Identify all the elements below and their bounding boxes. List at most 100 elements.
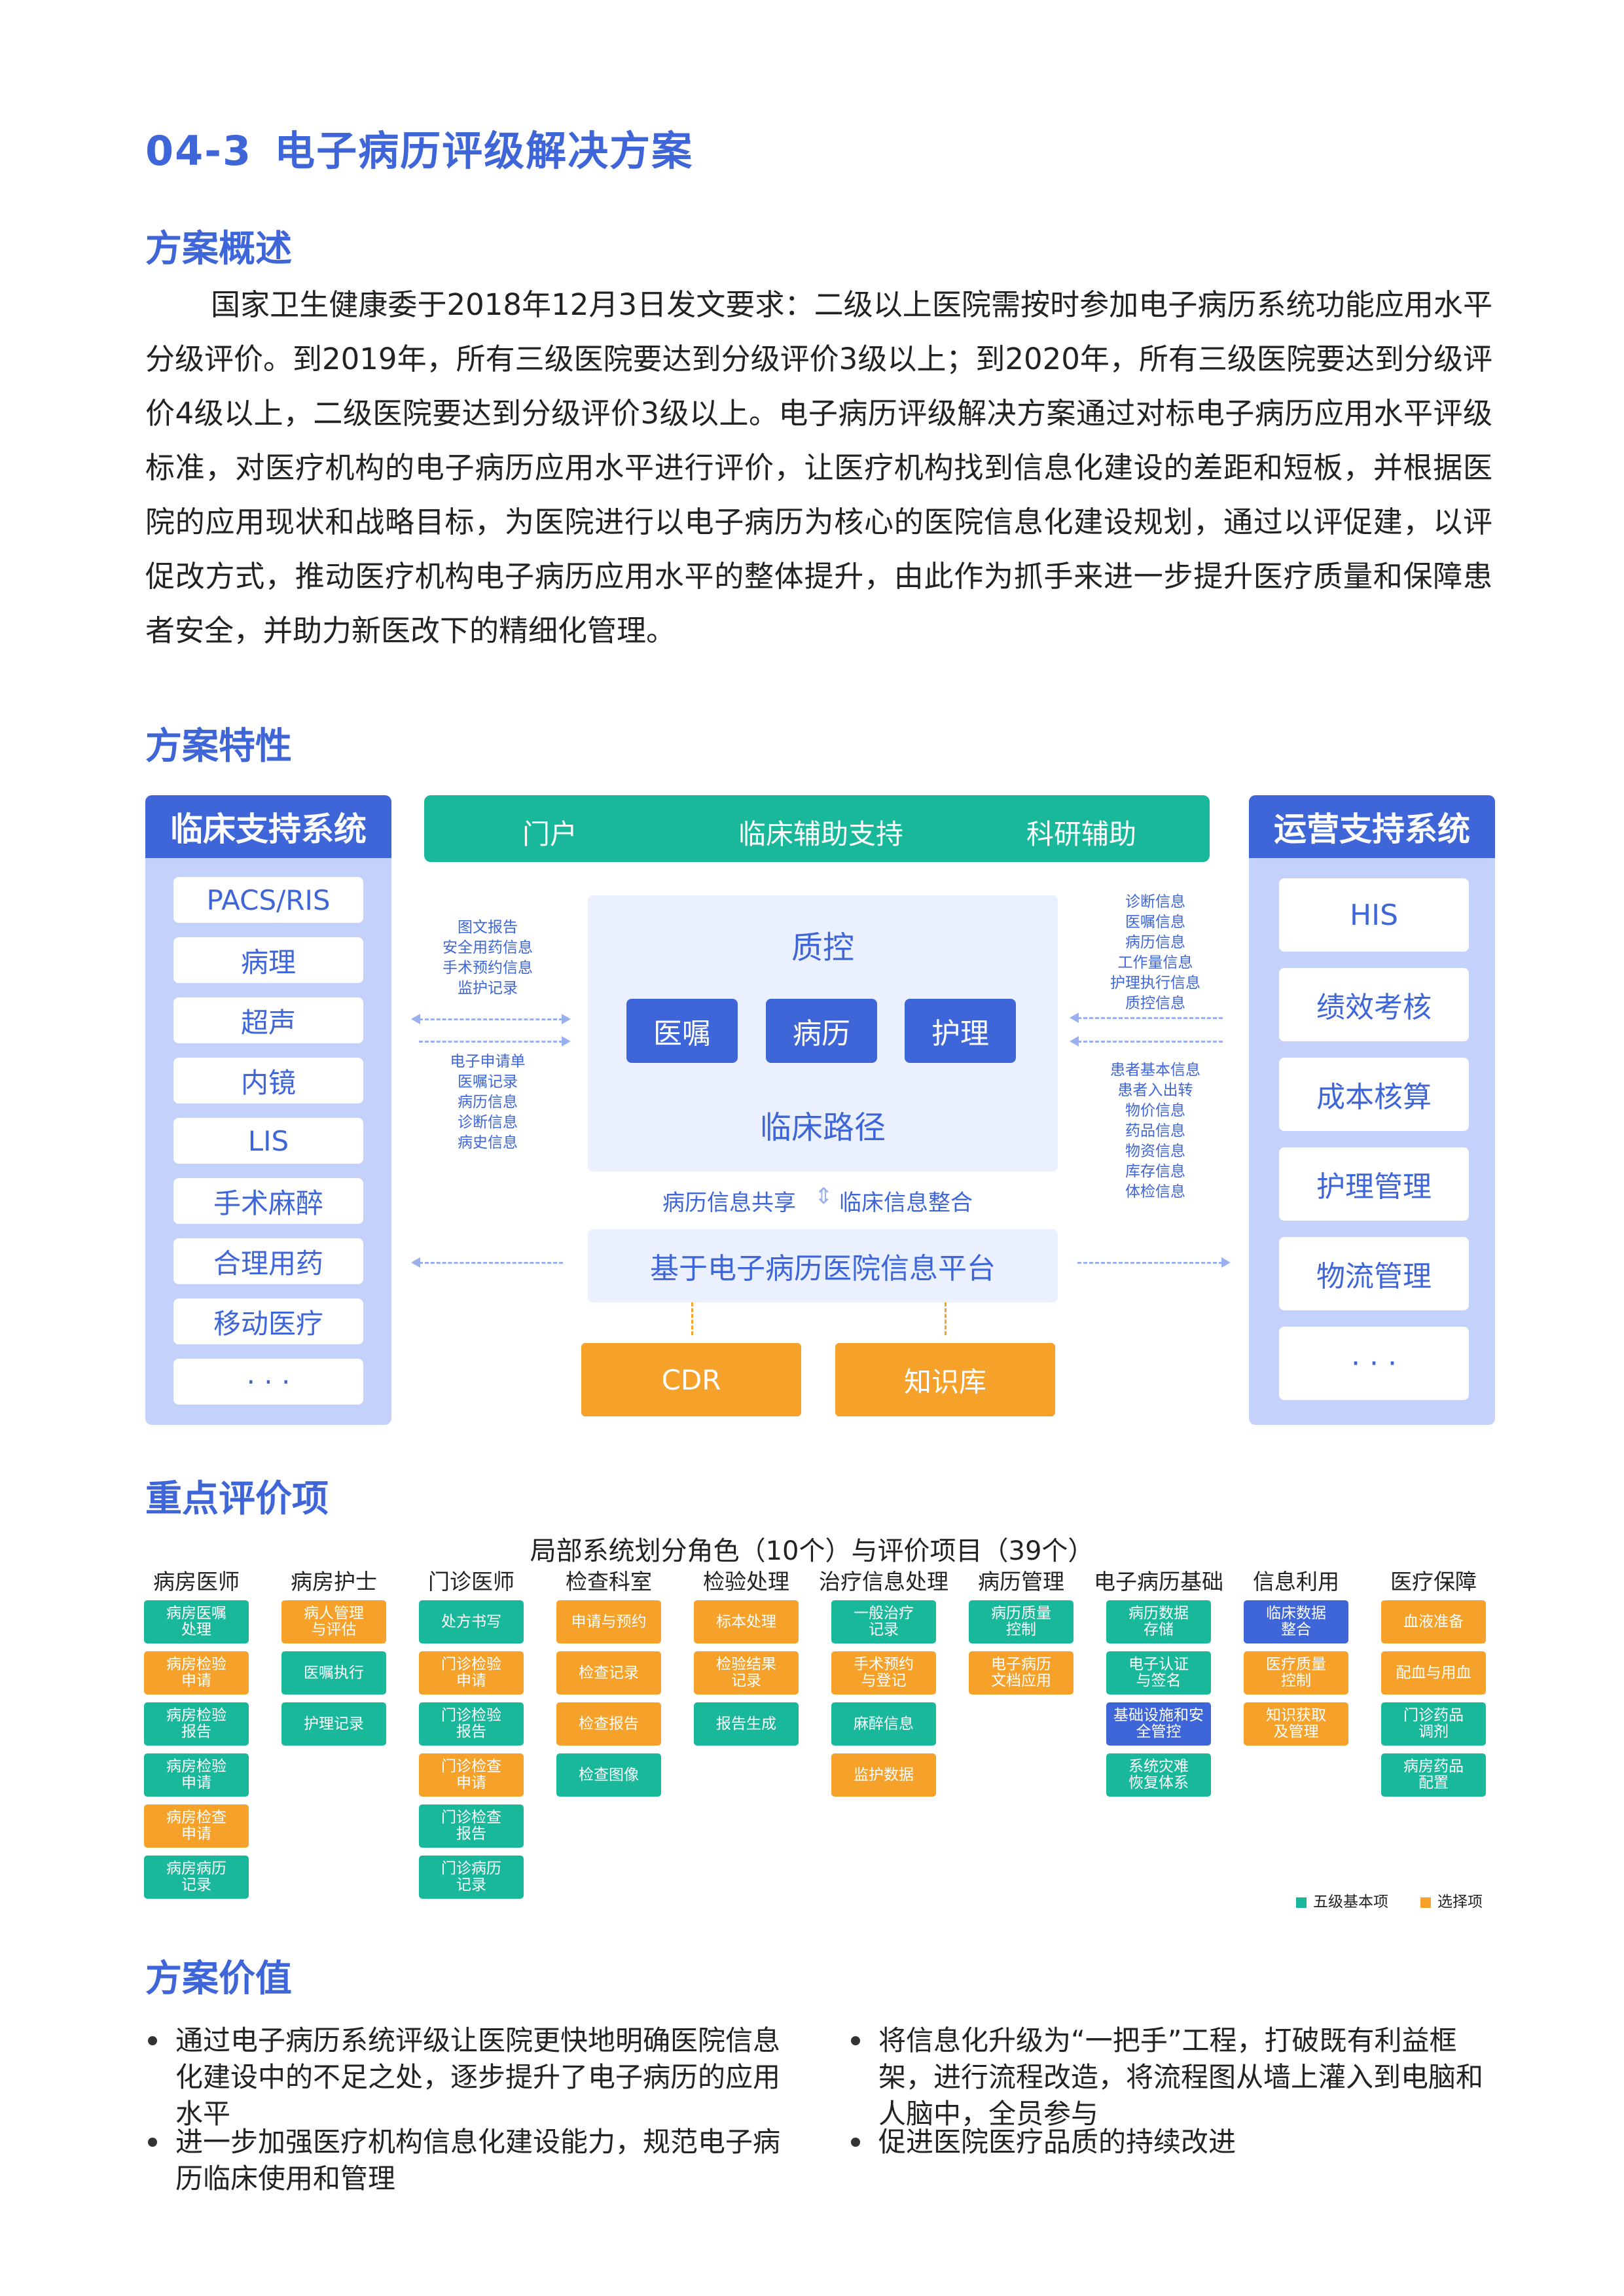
cdr-box: CDR [581, 1343, 801, 1416]
evaluation-item: 检验结果 记录 [694, 1651, 799, 1695]
evaluation-item: 病房医嘱 处理 [144, 1600, 249, 1643]
evaluation-item: 门诊病历 记录 [419, 1856, 524, 1899]
column-header: 病房护士 [291, 1569, 377, 1594]
legend-optional: 选择项 [1420, 1889, 1483, 1911]
column-header: 检查科室 [566, 1569, 652, 1594]
evaluation-item: 检查记录 [556, 1651, 661, 1695]
right-lower-notes: 患者基本信息患者入出转物价信息药品信息物资信息库存信息体检信息 [1087, 1060, 1224, 1202]
bullet-dot [851, 2036, 860, 2045]
evaluation-item: 临床数据 整合 [1244, 1600, 1348, 1643]
right-item: 绩效考核 [1279, 968, 1469, 1041]
evaluation-item: 病人管理 与评估 [281, 1600, 386, 1643]
note-line: 诊断信息 [1125, 893, 1185, 910]
arrow-right-icon [562, 1036, 571, 1047]
right-item: 成本核算 [1279, 1058, 1469, 1131]
note-line: 电子申请单 [450, 1053, 526, 1070]
evaluation-item: 系统灾难 恢复体系 [1106, 1753, 1211, 1797]
evaluation-item: 检查图像 [556, 1753, 661, 1797]
left-item: 病理 [173, 937, 363, 983]
top-item-research: 科研辅助 [1026, 818, 1137, 850]
center-button-orders: 医嘱 [626, 999, 738, 1063]
arrow-left-icon [1070, 1013, 1079, 1023]
evaluation-item: 标本处理 [694, 1600, 799, 1643]
center-box: 质控 医嘱 病历 护理 临床路径 [588, 895, 1058, 1172]
left-item: 内镜 [173, 1058, 363, 1103]
column-header: 医疗保障 [1390, 1569, 1477, 1594]
evaluation-item: 门诊药品 调剂 [1381, 1702, 1486, 1746]
evaluation-item: 检查报告 [556, 1702, 661, 1746]
evaluation-item: 病历质量 控制 [969, 1600, 1074, 1643]
note-line: 质控信息 [1125, 995, 1185, 1012]
value-point-4: 促进医院医疗品质的持续改进 [878, 2126, 1236, 2158]
column-header: 病房医师 [153, 1569, 240, 1594]
evaluation-item: 血液准备 [1381, 1600, 1486, 1643]
page-title: 04-3 电子病历评级解决方案 [145, 118, 693, 177]
evaluation-title: 局部系统划分角色（10个）与评价项目（39个） [530, 1536, 1094, 1566]
value-point-2: 进一步加强医疗机构信息化建设能力，规范电子病历临床使用和管理 [175, 2126, 781, 2195]
right-item: 护理管理 [1279, 1147, 1469, 1221]
bullet-dot [148, 2138, 157, 2147]
note-line: 药品信息 [1125, 1122, 1185, 1139]
note-line: 安全用药信息 [442, 939, 533, 956]
evaluation-item: 申请与预约 [556, 1600, 661, 1643]
evaluation-item: 病房检验 申请 [144, 1651, 249, 1695]
center-bottom-label: 临床路径 [759, 1109, 886, 1146]
column-header: 门诊医师 [428, 1569, 514, 1594]
evaluation-item: 护理记录 [281, 1702, 386, 1746]
left-lower-notes: 电子申请单医嘱记录病历信息诊断信息病史信息 [419, 1052, 556, 1153]
heading-overview: 方案概述 [145, 228, 292, 270]
heading-features: 方案特性 [145, 725, 292, 768]
evaluation-item: 医疗质量 控制 [1244, 1651, 1348, 1695]
note-line: 病历信息 [1125, 934, 1185, 951]
arrow-left-icon [411, 1014, 420, 1024]
left-platform-dashline [419, 1262, 563, 1264]
note-line: 工作量信息 [1117, 954, 1193, 971]
left-item: 移动医疗 [173, 1299, 363, 1344]
value-point-3: 将信息化升级为“一把手”工程，打破既有利益框架，进行流程改造，将流程图从墙上灌入… [878, 2024, 1484, 2130]
evaluation-item: 门诊检查 申请 [419, 1753, 524, 1797]
right-panel-title: 运营支持系统 [1249, 795, 1495, 858]
evaluation-item: 手术预约 与登记 [831, 1651, 936, 1695]
evaluation-item: 病房病历 记录 [144, 1856, 249, 1899]
right-upper-notes: 诊断信息医嘱信息病历信息工作量信息护理执行信息质控信息 [1087, 892, 1224, 1014]
evaluation-item: 配血与用血 [1381, 1651, 1486, 1695]
right-item: 物流管理 [1279, 1237, 1469, 1310]
note-line: 体检信息 [1125, 1183, 1185, 1200]
legend-optional-label: 选择项 [1437, 1893, 1483, 1910]
connector-knowledge [945, 1302, 947, 1335]
evaluation-item: 医嘱执行 [281, 1651, 386, 1695]
left-item: 合理用药 [173, 1238, 363, 1284]
evaluation-item: 处方书写 [419, 1600, 524, 1643]
bullet-dot [851, 2138, 860, 2147]
column-header: 信息利用 [1253, 1569, 1339, 1594]
center-top-label: 质控 [791, 929, 854, 966]
center-button-records: 病历 [766, 999, 877, 1063]
right-upper-dashline [1077, 1017, 1223, 1019]
legend-basic: 五级基本项 [1296, 1889, 1388, 1911]
column-header: 治疗信息处理 [819, 1569, 948, 1594]
note-line: 图文报告 [458, 919, 518, 936]
center-button-nursing: 护理 [905, 999, 1016, 1063]
evaluation-item: 报告生成 [694, 1702, 799, 1746]
note-line: 病史信息 [458, 1134, 518, 1151]
evaluation-item: 电子认证 与签名 [1106, 1651, 1211, 1695]
note-line: 病历信息 [458, 1094, 518, 1111]
evaluation-item: 病历数据 存储 [1106, 1600, 1211, 1643]
section-number: 04-3 [145, 127, 253, 175]
left-upper-dashline [419, 1018, 563, 1020]
left-item: 超声 [173, 997, 363, 1043]
legend-basic-label: 五级基本项 [1313, 1893, 1388, 1910]
evaluation-item: 病房检验 报告 [144, 1702, 249, 1746]
title-text: 电子病历评级解决方案 [274, 127, 694, 175]
overview-paragraph: 国家卫生健康委于2018年12月3日发文要求：二级以上医院需按时参加电子病历系统… [145, 287, 1492, 648]
connector-cdr [691, 1302, 693, 1335]
evaluation-item: 一般治疗 记录 [831, 1600, 936, 1643]
top-bar: 门户 临床辅助支持 科研辅助 [424, 795, 1210, 862]
note-line: 物价信息 [1125, 1102, 1185, 1119]
evaluation-item: 病房药品 配置 [1381, 1753, 1486, 1797]
left-item: PACS/RIS [173, 877, 363, 923]
left-item: LIS [173, 1118, 363, 1164]
left-item: · · · [173, 1359, 363, 1405]
evaluation-item: 麻醉信息 [831, 1702, 936, 1746]
evaluation-item: 电子病历 文档应用 [969, 1651, 1074, 1695]
